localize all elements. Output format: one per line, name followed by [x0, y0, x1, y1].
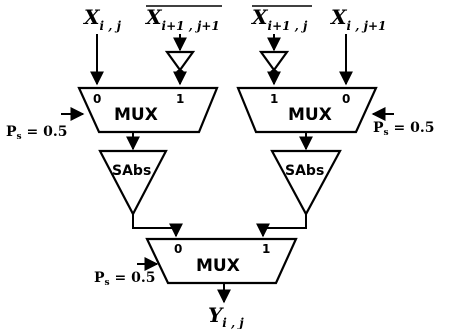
svg-text:Xi+1 , j: Xi+1 , j — [250, 5, 308, 33]
mux-right-port0: 0 — [342, 92, 350, 106]
mux-right — [236, 86, 378, 134]
output-label-y-ij: Yi , j — [208, 303, 244, 329]
sabs-left — [98, 149, 168, 217]
mux-bottom — [145, 237, 298, 285]
sabs-right — [270, 149, 342, 217]
mux-right-label: MUX — [288, 105, 332, 125]
sabs-left-label: SAbs — [112, 163, 151, 179]
input-label-x-i1-j-bar: Xi+1 , j — [250, 5, 312, 33]
svg-text:Yi , j: Yi , j — [208, 303, 244, 329]
svg-text:Xi+1 , j+1: Xi+1 , j+1 — [144, 5, 220, 33]
svg-text:Xi , j: Xi , j — [82, 5, 122, 33]
wire-sabs-right-to-mux — [256, 214, 307, 238]
svg-text:Ps = 0.5: Ps = 0.5 — [373, 120, 434, 138]
mux-bottom-port0: 0 — [174, 242, 182, 256]
inverter-left-bubble — [175, 69, 185, 79]
mux-bottom-port1: 1 — [262, 242, 270, 256]
input-label-x-ij1: Xi , j+1 — [329, 5, 386, 33]
input-label-x-i1-j1-bar: Xi+1 , j+1 — [144, 5, 222, 33]
sabs-right-label: SAbs — [285, 163, 324, 179]
svg-text:Ps = 0.5: Ps = 0.5 — [94, 270, 155, 288]
svg-text:Ps = 0.5: Ps = 0.5 — [6, 124, 67, 142]
mux-left-label: MUX — [114, 105, 158, 125]
inverter-right — [258, 50, 290, 72]
mux-left-port0: 0 — [93, 92, 101, 106]
input-label-x-ij: Xi , j — [82, 5, 122, 33]
inverter-left — [164, 50, 196, 72]
mux-left-port1: 1 — [176, 92, 184, 106]
select-bottom: Ps = 0.5 — [94, 270, 155, 288]
select-right-top: Ps = 0.5 — [373, 120, 434, 138]
mux-bottom-label: MUX — [196, 256, 240, 276]
mux-right-port1: 1 — [270, 92, 278, 106]
svg-text:Xi , j+1: Xi , j+1 — [329, 5, 386, 33]
inverter-right-bubble — [269, 69, 279, 79]
wire-sabs-left-to-mux — [132, 214, 183, 238]
mux-left — [77, 86, 219, 134]
select-left-top: Ps = 0.5 — [6, 124, 67, 142]
